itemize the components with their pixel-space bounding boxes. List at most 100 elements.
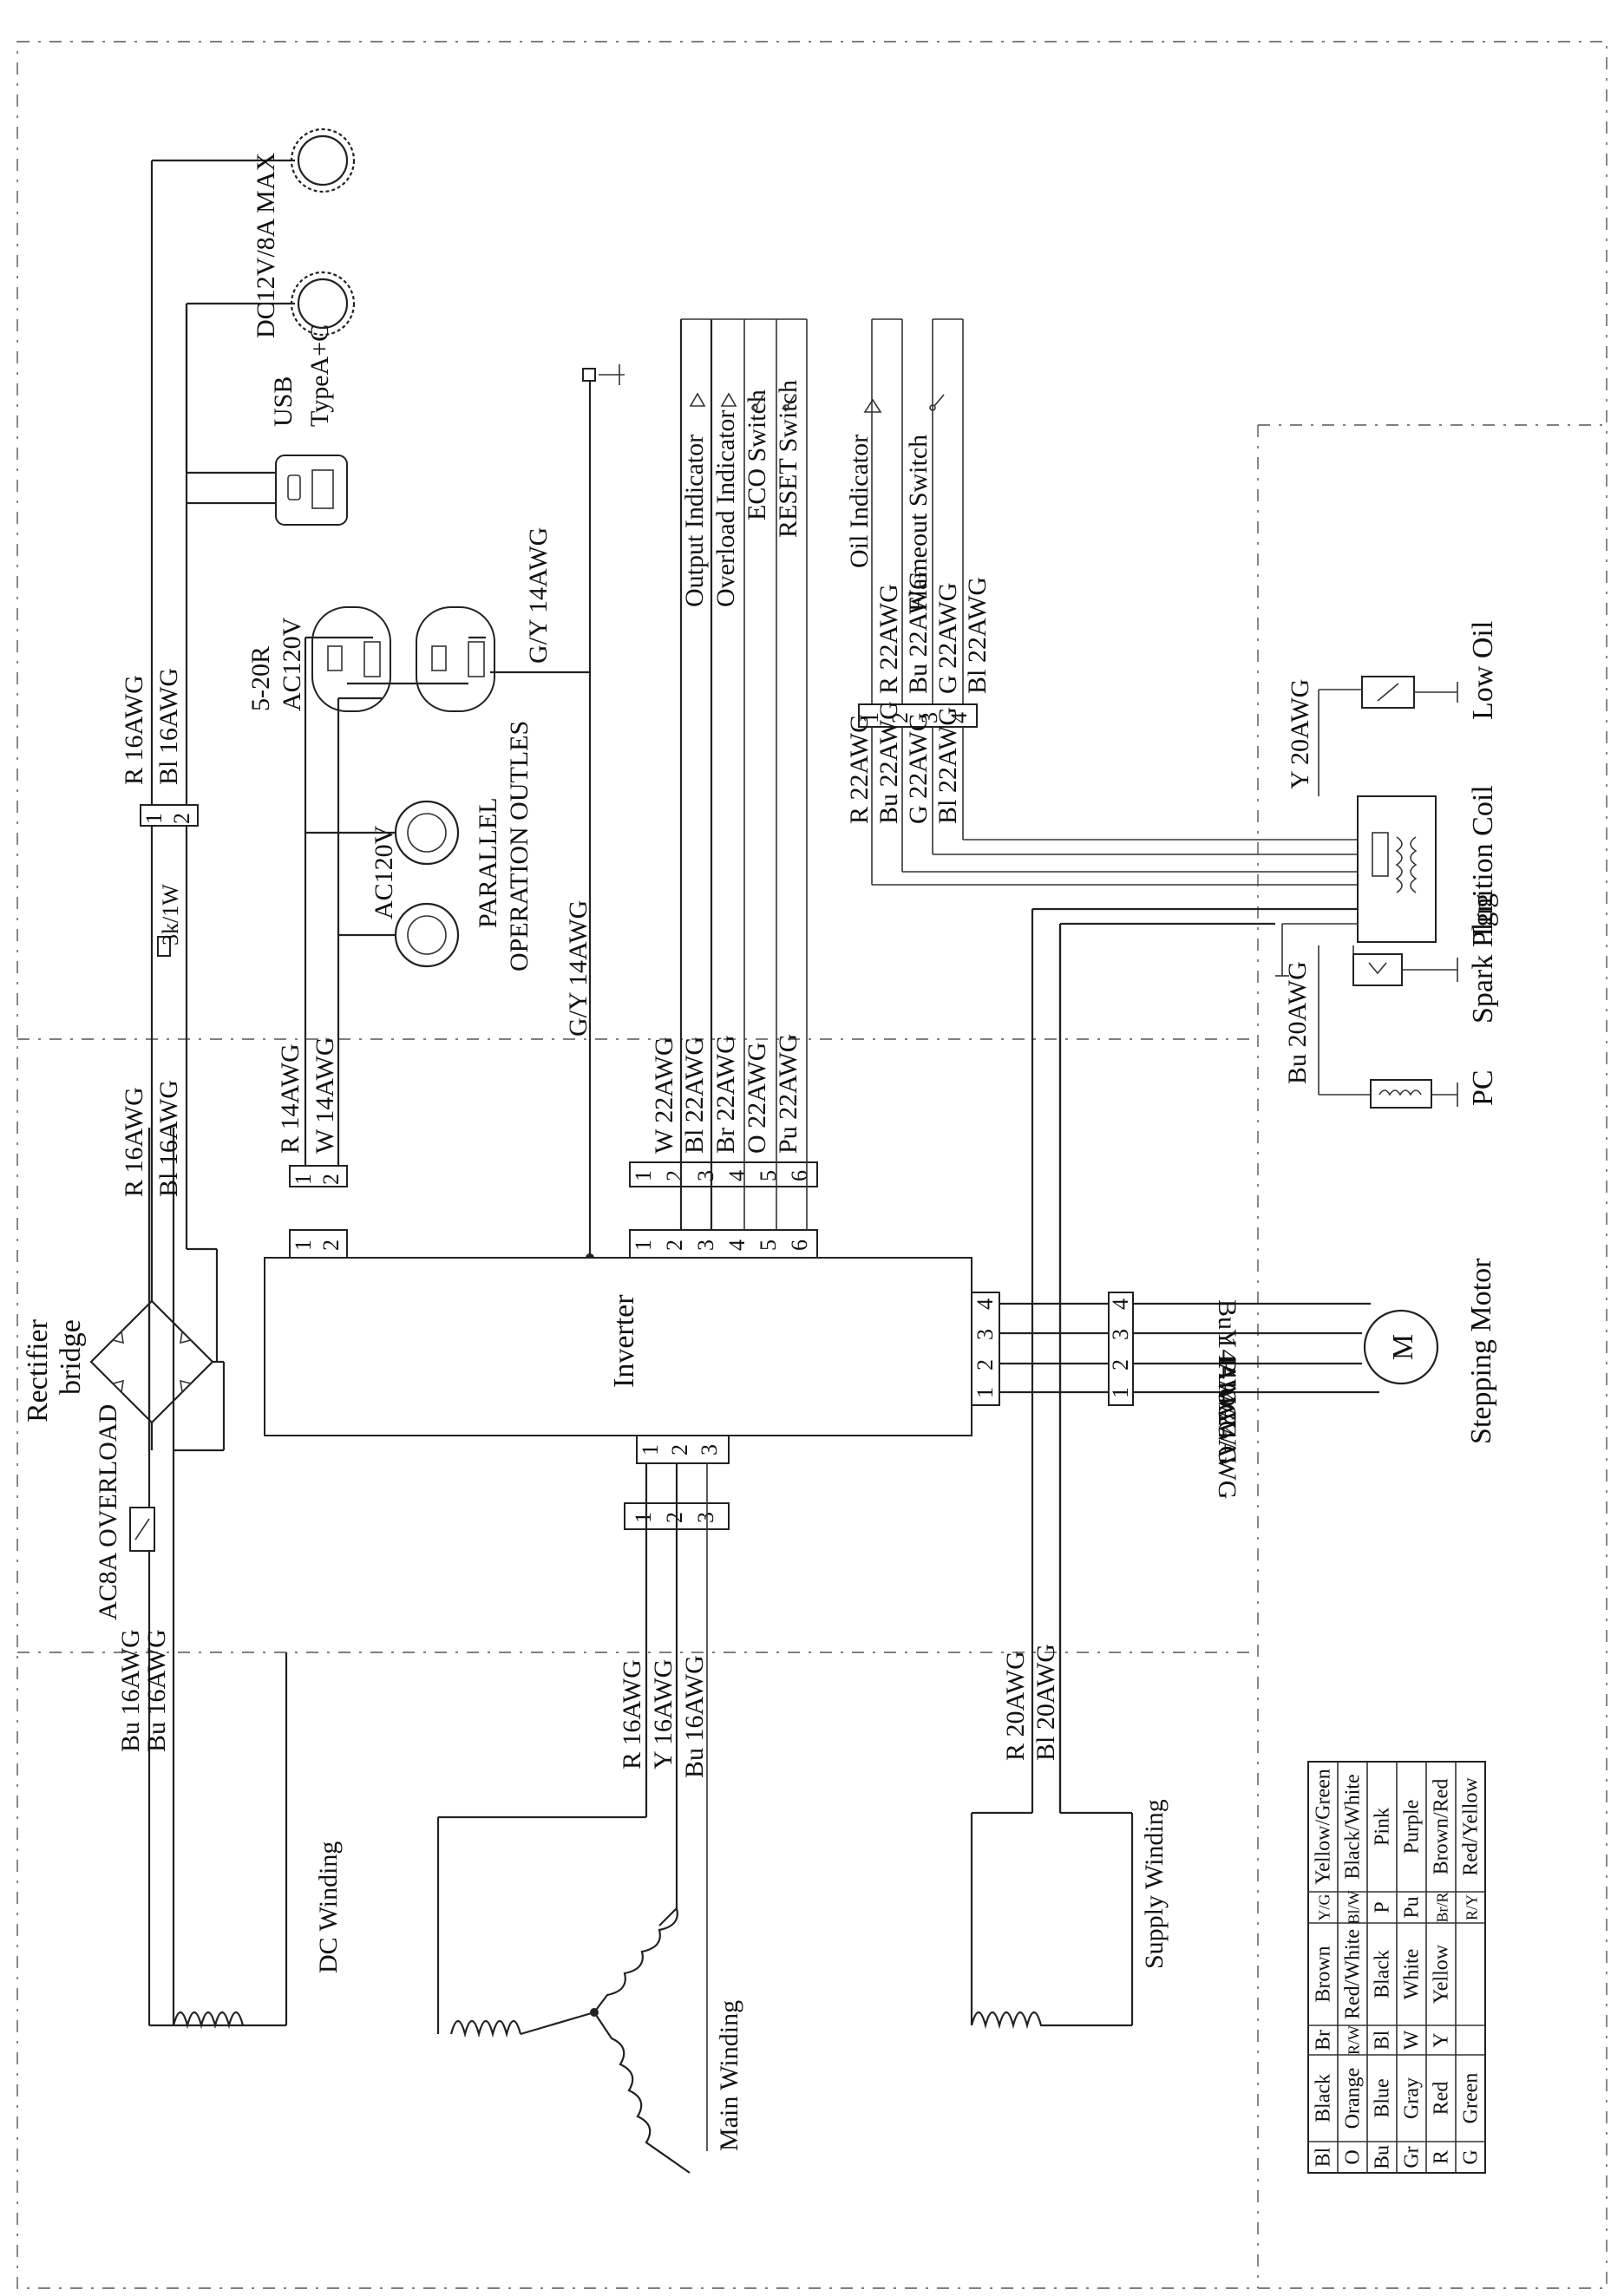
ignition-coil xyxy=(1357,795,1437,943)
motor-wire-1: Bu 14AWG xyxy=(1213,1299,1241,1423)
ignition-coil-label: Ignition Coil xyxy=(1467,785,1499,937)
legend-cell: Black xyxy=(1312,2074,1334,2123)
dc-connector xyxy=(140,804,199,827)
indicator-conn-pin-1: 1 xyxy=(631,1170,656,1181)
inverter-bot-pin-2: 2 xyxy=(667,1444,692,1455)
inverter-6pin-6: 6 xyxy=(787,1240,812,1251)
flameout-switch-label: Flameout Switch xyxy=(904,435,933,612)
conn4-right-4: Bl 22AWG xyxy=(963,577,992,694)
oil-conn-pin-3: 3 xyxy=(917,712,942,723)
inverter-pin-block-bottom3 xyxy=(636,1435,730,1464)
inverter-pin-1-top2: 1 xyxy=(291,1240,316,1251)
wire-label-r16-main: R 16AWG xyxy=(618,1659,646,1769)
wire-label-gy14-top: G/Y 14AWG xyxy=(524,527,553,664)
inverter-pin-block-6 xyxy=(629,1229,818,1259)
inverter-pin-2-top2: 2 xyxy=(318,1240,344,1251)
eco-switch-label: ECO Switch xyxy=(743,389,771,520)
overload-indicator-label: Overload Indicator xyxy=(711,410,740,607)
reset-switch-label: RESET Switch xyxy=(774,380,802,538)
oil-conn-pin-4: 4 xyxy=(946,712,972,723)
motor-wire-2: Y 14AWG xyxy=(1213,1329,1241,1439)
supply-winding-label: Supply Winding xyxy=(1140,1799,1169,1969)
pc-sensor xyxy=(1318,945,1458,1109)
main-winding-coils xyxy=(449,1907,691,2174)
rectifier-label-2: bridge xyxy=(55,1319,87,1395)
conn6-wire-2: Bl 22AWG xyxy=(680,1037,709,1154)
inverter-motor-pin-4: 4 xyxy=(972,1298,998,1310)
dc-outlet-bottom xyxy=(290,271,356,337)
ac-connector xyxy=(289,1165,348,1187)
conn4-right-3: G 22AWG xyxy=(933,583,962,694)
dc-outlet-top xyxy=(290,128,356,193)
conn4-right-1: R 22AWG xyxy=(874,584,903,694)
dc-winding-wires xyxy=(147,1128,288,2027)
legend-cell: Black xyxy=(1371,1950,1393,1998)
dc-winding-label: DC Winding xyxy=(314,1841,343,1973)
oil-flameout-wires xyxy=(871,318,1362,886)
inverter-pin-block-top2 xyxy=(289,1229,348,1259)
wire-label-bu20: Bu 20AWG xyxy=(1283,961,1312,1084)
outlet-5-20r-label-1: 5-20R xyxy=(246,646,275,711)
legend-cell: Gr xyxy=(1400,2146,1423,2168)
inverter-bot-pin-3: 3 xyxy=(697,1444,722,1455)
motor-conn-pin-1: 1 xyxy=(1108,1387,1133,1398)
wire-label-bu16-b: Bu 16AWG xyxy=(142,1629,171,1752)
wire-label-bu16-a: Bu 16AWG xyxy=(116,1629,145,1752)
motor-wires xyxy=(999,1302,1379,1394)
rectifier-bridge xyxy=(89,1249,226,1450)
inverter-motor-pin-2: 2 xyxy=(972,1359,998,1370)
dc-outlet-label: DC12V/8A MAX xyxy=(252,152,280,338)
motor-conn-pin-2: 2 xyxy=(1108,1359,1133,1370)
wire-label-r14: R 14AWG xyxy=(276,1043,304,1154)
outlet-5-20r-label-2: AC120V xyxy=(278,617,306,711)
legend-cell: Y xyxy=(1430,2032,1452,2047)
legend-cell: Br xyxy=(1312,2030,1334,2051)
inverter-bot-pin-1: 1 xyxy=(638,1444,663,1455)
legend-cell: Black/White xyxy=(1341,1774,1364,1879)
legend-cell: R/Y xyxy=(1463,1894,1480,1920)
parallel-ac-label: AC120V xyxy=(370,825,398,919)
low-oil-sensor xyxy=(1318,676,1458,796)
legend-cell: R/W xyxy=(1345,2025,1362,2055)
legend-cell: R xyxy=(1430,2150,1452,2164)
inverter-motor-pin-1: 1 xyxy=(972,1387,998,1398)
legend-cell: Yellow xyxy=(1430,1944,1452,2004)
inverter-6pin-1: 1 xyxy=(631,1240,656,1251)
legend-cell: Yellow/Green xyxy=(1312,1769,1334,1885)
oil-conn-pin-2: 2 xyxy=(887,712,913,723)
legend-cell: Blue xyxy=(1371,2078,1393,2117)
supply-winding xyxy=(970,924,1134,2030)
wire-label-r16-mid: R 16AWG xyxy=(120,1087,148,1197)
inverter-box xyxy=(264,1257,972,1436)
conn4-right-2-visible: Bu 22AWG xyxy=(904,571,933,694)
legend-cell: P xyxy=(1371,1901,1393,1913)
ac-connector-pin-2: 2 xyxy=(318,1174,344,1185)
legend-cell: Orange xyxy=(1341,2068,1364,2129)
indicator-connector xyxy=(629,1161,818,1187)
indicator-conn-pin-4: 4 xyxy=(724,1170,750,1181)
indicator-conn-pin-3: 3 xyxy=(693,1170,718,1181)
oil-symbols xyxy=(863,394,945,413)
resistor-label: 3k/1W xyxy=(158,884,183,945)
usb-port xyxy=(275,455,348,526)
rectifier-label-1: Rectifier xyxy=(22,1318,54,1423)
legend-cell: O xyxy=(1341,2149,1364,2164)
legend-cell: Br/R xyxy=(1433,1892,1450,1922)
spark-plug xyxy=(1352,945,1458,986)
wire-label-bl16-top: Bl 16AWG xyxy=(154,668,183,785)
inverter-6pin-3: 3 xyxy=(693,1240,718,1251)
wire-label-gy14-mid: G/Y 14AWG xyxy=(564,900,593,1037)
wire-label-r16-top: R 16AWG xyxy=(120,675,148,785)
inverter-6pin-2: 2 xyxy=(662,1240,687,1251)
motor-wire-3: P 14AWG xyxy=(1213,1358,1241,1464)
inverter-6pin-4: 4 xyxy=(724,1240,750,1251)
overload-breaker-symbol xyxy=(134,1518,150,1540)
stepping-motor: M xyxy=(1363,1309,1439,1385)
indicator-conn-pin-2: 2 xyxy=(662,1170,687,1181)
conn4-left-3: G 22AWG xyxy=(904,713,933,824)
ac-connector-pin-1: 1 xyxy=(291,1174,316,1185)
motor-wire-4: O 24AWG xyxy=(1213,1388,1241,1499)
legend-cell: Red/White xyxy=(1341,1929,1364,2019)
low-oil-label: Low Oil xyxy=(1467,621,1499,720)
